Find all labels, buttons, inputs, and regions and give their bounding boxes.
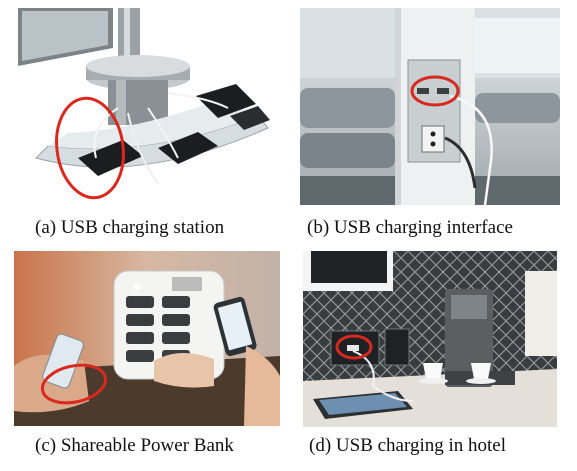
- highlight-ellipse: [40, 363, 108, 405]
- highlight-ellipse: [410, 75, 460, 107]
- photo-shareable-power-bank: [14, 251, 280, 426]
- caption-c: (c) Shareable Power Bank: [35, 435, 234, 456]
- highlight-ellipse: [335, 334, 373, 360]
- photo-usb-charging-hotel: [303, 251, 557, 427]
- highlight-ellipse: [55, 96, 125, 200]
- photo-usb-charging-station: [18, 8, 285, 205]
- caption-d: (d) USB charging in hotel: [309, 435, 507, 456]
- caption-b: (b) USB charging interface: [307, 217, 513, 238]
- photo-usb-charging-interface: [300, 8, 560, 205]
- caption-a: (a) USB charging station: [35, 217, 225, 238]
